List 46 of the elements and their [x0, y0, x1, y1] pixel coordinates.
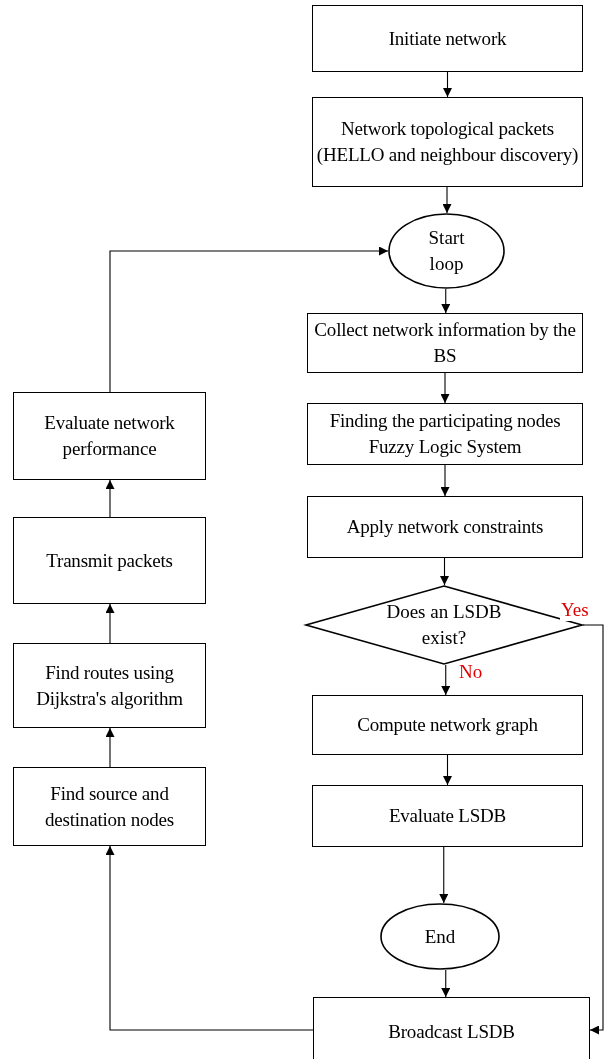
- arrow: [443, 754, 452, 786]
- arrow: [441, 969, 451, 998]
- node-label: Apply network constraints: [346, 515, 544, 540]
- arrow: [105, 845, 314, 1031]
- node-label: Transmit packets: [46, 548, 173, 573]
- node-label: Does an LSDB exist?: [385, 600, 503, 650]
- node-label: Broadcast LSDB: [388, 1020, 515, 1045]
- arrow: [109, 246, 389, 393]
- process-box: [312, 5, 583, 72]
- process-box: [312, 785, 583, 847]
- node-label: Compute network graph: [357, 713, 538, 738]
- arrow: [441, 288, 451, 314]
- arrow: [441, 664, 451, 696]
- process-box: [13, 392, 206, 480]
- node-label: Find source and destination nodes: [43, 781, 176, 832]
- arrow: [443, 71, 452, 98]
- process-box: [313, 997, 590, 1059]
- process-box: [312, 97, 583, 187]
- process-box: [13, 767, 206, 846]
- process-box: [307, 313, 583, 373]
- arrow: [442, 186, 452, 214]
- node-label: Collect network information by the BS: [313, 318, 577, 368]
- terminal-ellipse: [388, 213, 505, 289]
- arrow: [440, 557, 449, 586]
- arrow: [440, 464, 450, 497]
- process-box: [13, 517, 206, 604]
- process-box: [312, 695, 583, 755]
- arrow: [582, 624, 604, 1035]
- node-label: End: [424, 924, 456, 949]
- process-box: [13, 643, 206, 728]
- node-label: Start loop: [427, 226, 466, 276]
- terminal-ellipse: [380, 903, 500, 970]
- arrow: [105, 479, 115, 518]
- node-label: Finding the participating nodes Fuzzy Logic System: [328, 409, 562, 459]
- arrow: [439, 846, 449, 904]
- node-label: Initiate network: [388, 26, 507, 51]
- node-label: Evaluate LSDB: [388, 804, 507, 829]
- arrow: [440, 372, 450, 404]
- edge-label: Yes: [560, 600, 590, 621]
- node-label: Find routes using Dijkstra's algorithm: [35, 660, 184, 711]
- arrow: [105, 603, 115, 644]
- node-label: Network topological packets (HELLO and neighbour discovery): [316, 117, 579, 167]
- node-label: Evaluate network performance: [43, 411, 176, 461]
- arrow: [105, 727, 115, 768]
- process-box: [307, 403, 583, 465]
- process-box: [307, 496, 583, 558]
